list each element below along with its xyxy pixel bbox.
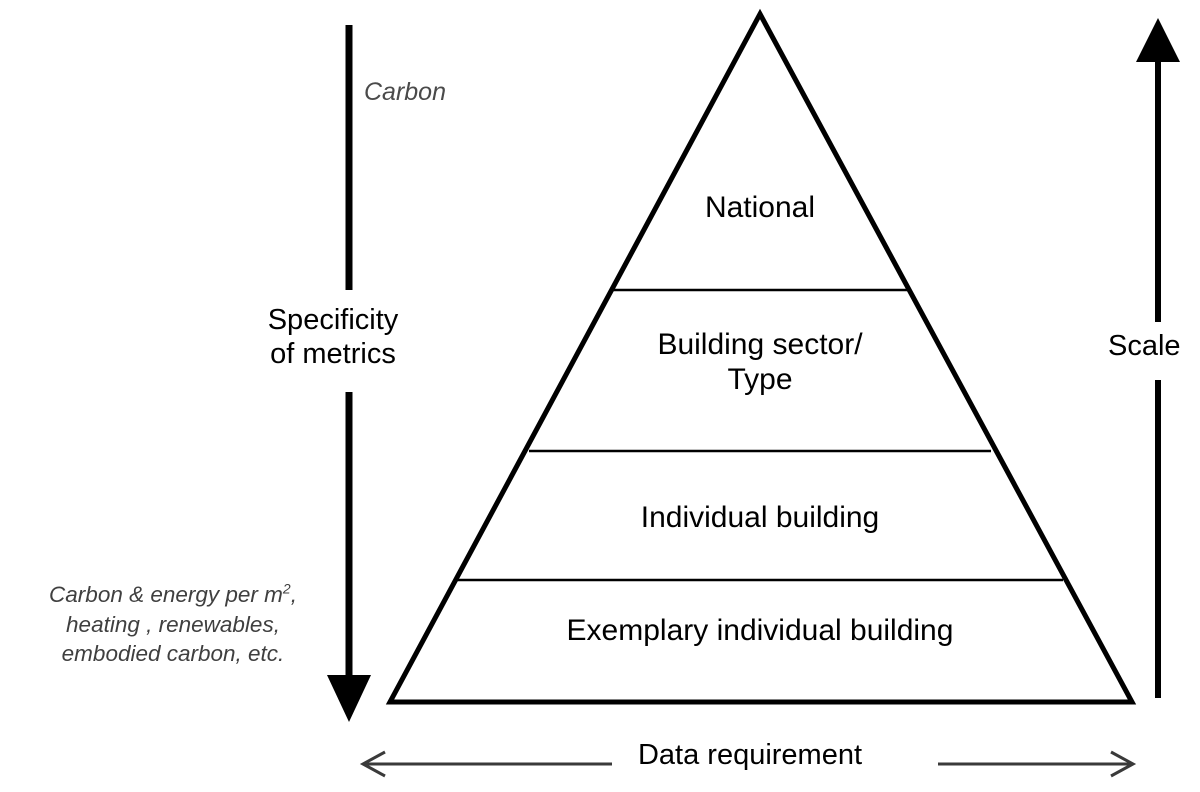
tier-sector-line-1: Building sector/ bbox=[657, 328, 863, 361]
specificity-label-line-2: of metrics bbox=[270, 338, 396, 371]
tier-sector-line-2: Type bbox=[727, 363, 793, 397]
metrics-detail-line-1-text: Carbon & energy per m bbox=[49, 582, 283, 607]
specificity-arrow-head-down bbox=[327, 675, 371, 722]
data-requirement-arrow-head-right bbox=[1110, 750, 1137, 778]
metrics-detail-line-1-suffix: , bbox=[290, 582, 297, 607]
pyramid-tier-label-building-sector-type: Building sector/Type bbox=[560, 327, 960, 398]
metrics-detail-line-2: heating , renewables, bbox=[66, 611, 280, 637]
scale-axis-label: Scale bbox=[1108, 330, 1181, 362]
specificity-axis-top-annotation: Carbon bbox=[364, 78, 446, 106]
pyramid-tier-label-exemplary-individual-building: Exemplary individual building bbox=[566, 614, 954, 647]
specificity-axis-bottom-annotation: Carbon & energy per m2, heating , renewab… bbox=[8, 580, 338, 669]
data-requirement-arrow-head-left bbox=[359, 750, 386, 778]
pyramid-tier-label-individual-building: Individual building bbox=[640, 501, 880, 534]
metrics-detail-line-3: embodied carbon, etc. bbox=[61, 641, 285, 667]
data-requirement-axis-label: Data requirement bbox=[637, 739, 863, 771]
metrics-detail-superscript: 2 bbox=[282, 580, 291, 597]
specificity-label-line-1: Specificity bbox=[267, 304, 399, 336]
metrics-detail-line-1: Carbon & energy per m2, bbox=[49, 582, 297, 607]
pyramid-outline bbox=[385, 8, 1137, 705]
pyramid-tier-label-national: National bbox=[704, 191, 816, 224]
scale-arrow-head-up bbox=[1136, 18, 1180, 62]
